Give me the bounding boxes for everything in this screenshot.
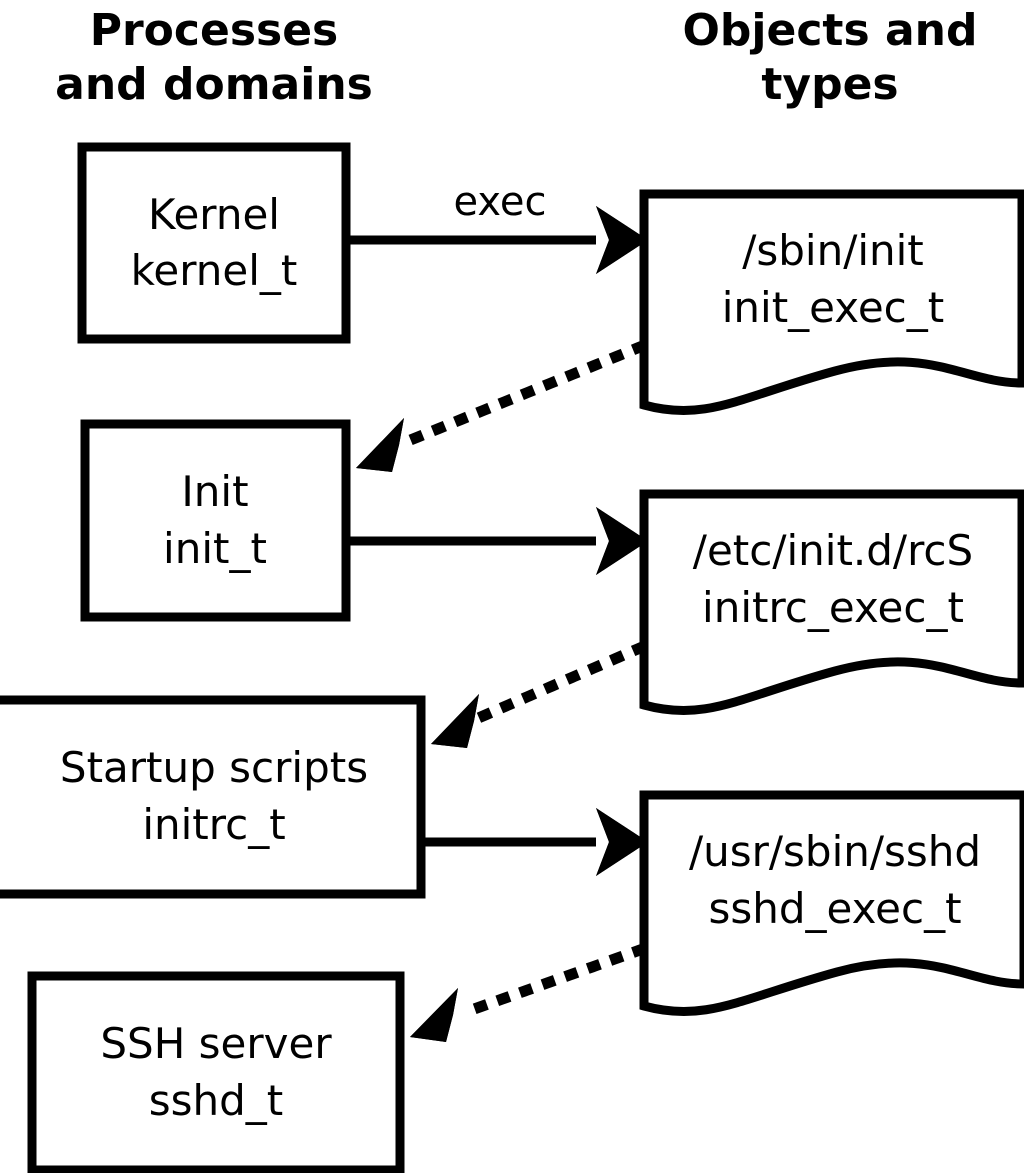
process-node-initrc-line2: initrc_t [142,800,285,849]
process-node-initrc-line1: Startup scripts [60,743,368,792]
process-node-initrc-box[interactable] [0,695,426,899]
column-header-processes: Processes and domains [55,5,373,110]
object-node-init-exec-line2: init_exec_t [722,283,945,332]
edge-initrc-transition-line [475,640,648,724]
column-header-objects-line1: Objects and [683,5,978,56]
object-node-init-exec-line1: /sbin/init [742,226,924,275]
object-node-initrc-exec-shape[interactable] [639,489,1024,715]
edge-sshd-transition-line [455,942,648,1021]
column-header-processes-line1: Processes [90,5,339,56]
process-node-sshd[interactable]: SSH server sshd_t [27,971,405,1173]
process-node-sshd-line2: sshd_t [149,1076,284,1125]
process-node-init[interactable]: Init init_t [80,419,351,622]
column-header-objects: Objects and types [683,5,978,110]
object-node-sshd-exec[interactable]: /usr/sbin/sshd sshd_exec_t [639,790,1024,1016]
process-node-kernel[interactable]: Kernel kernel_t [77,142,351,344]
column-header-processes-line2: and domains [55,59,373,110]
overlay-arrowhead-initrc-exec [596,808,648,876]
object-node-initrc-exec-line2: initrc_exec_t [702,583,964,632]
object-node-sshd-exec-line1: /usr/sbin/sshd [689,827,981,876]
object-node-init-exec[interactable]: /sbin/init init_exec_t [639,189,1024,415]
overlay-arrowhead-initrc-transition [431,694,479,748]
overlay-arrowhead-kernel-exec [596,206,648,274]
object-node-sshd-exec-shape[interactable] [639,790,1024,1016]
edge-arrowheads-overlay [356,206,648,1042]
edge-label-exec: exec [454,179,547,225]
object-node-initrc-exec-line1: /etc/init.d/rcS [693,526,973,575]
process-node-kernel-box[interactable] [77,142,351,344]
object-node-sshd-exec-line2: sshd_exec_t [708,884,961,933]
object-node-initrc-exec[interactable]: /etc/init.d/rcS initrc_exec_t [639,489,1024,715]
process-node-kernel-line2: kernel_t [131,246,298,295]
process-node-sshd-line1: SSH server [100,1019,332,1068]
process-node-sshd-box[interactable] [27,971,405,1173]
process-node-init-box[interactable] [80,419,351,622]
process-node-init-line1: Init [181,467,248,516]
overlay-arrowhead-sshd-transition [410,988,458,1042]
column-header-objects-line2: types [761,59,898,110]
overlay-arrowhead-init-transition [356,418,404,472]
process-node-init-line2: init_t [163,524,267,573]
edge-init-transition-line [400,339,648,449]
process-node-initrc[interactable]: Startup scripts initrc_t [0,695,426,899]
overlay-arrowhead-init-exec [596,507,648,575]
object-node-init-exec-shape[interactable] [639,189,1024,415]
process-node-kernel-line1: Kernel [148,190,280,239]
edge-init-exec-transition-init [356,339,648,472]
